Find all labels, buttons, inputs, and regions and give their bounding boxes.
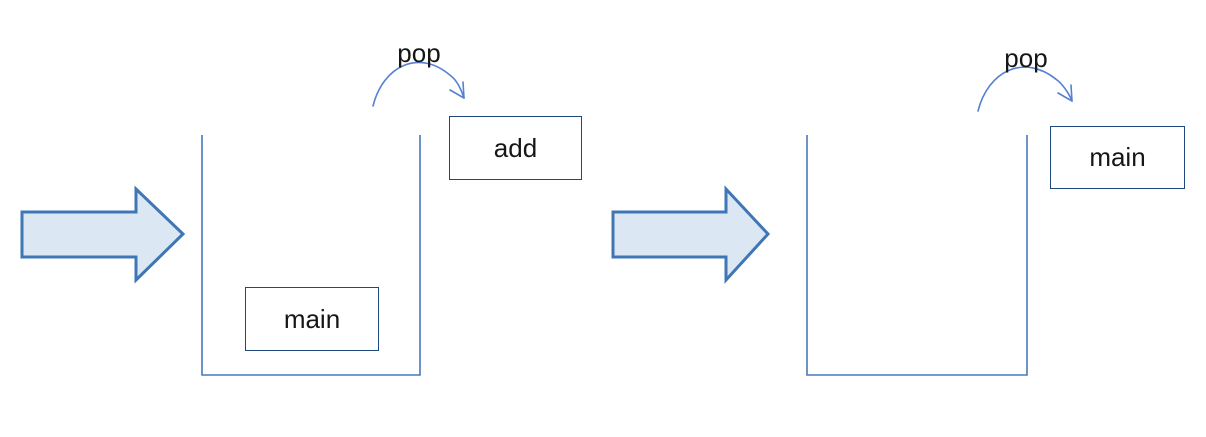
pop-arrowhead-icon bbox=[1057, 84, 1073, 102]
pop-arrow-icon bbox=[977, 66, 1073, 112]
pop-arrow-icon bbox=[372, 61, 465, 107]
popped-item-box: main bbox=[1050, 126, 1185, 189]
right-arrow-icon bbox=[611, 185, 771, 284]
pop-label: pop bbox=[397, 38, 441, 68]
stack-container-outline bbox=[806, 135, 1028, 376]
stack-item-box: main bbox=[245, 287, 379, 351]
stack-container-outline bbox=[201, 135, 421, 376]
pop-arrowhead-icon bbox=[449, 81, 465, 99]
pop-label: pop bbox=[1004, 43, 1048, 73]
popped-item-box: add bbox=[449, 116, 582, 180]
right-arrow-icon bbox=[20, 185, 186, 284]
